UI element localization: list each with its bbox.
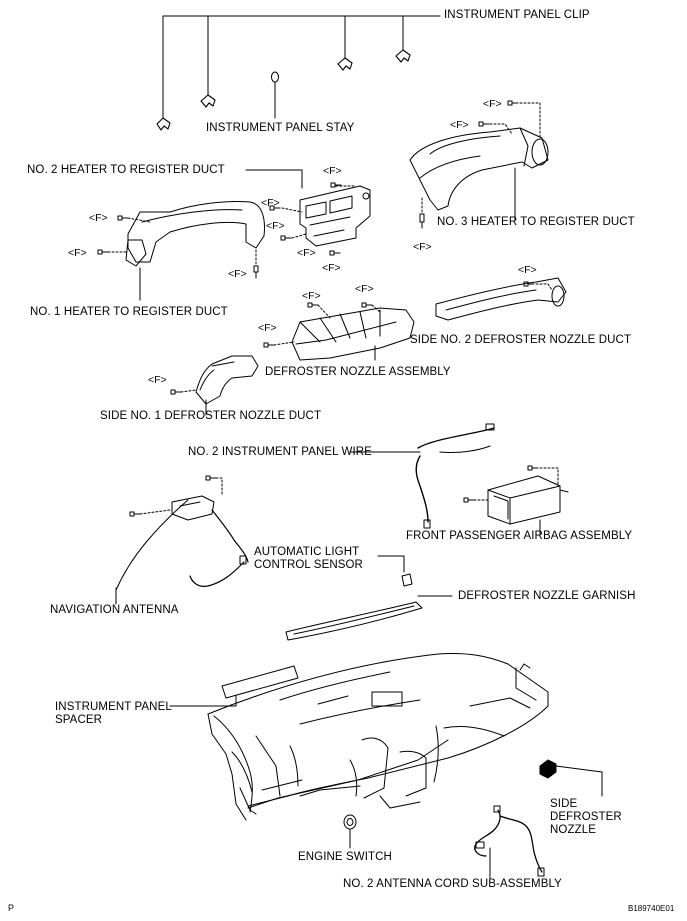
instrument-panel-stay [271,71,279,119]
label-instrument-panel-clip: INSTRUMENT PANEL CLIP [444,9,590,21]
no1-heater-duct [97,201,265,301]
fastener-mark: <F> [297,247,316,259]
label-no3-heater-duct: NO. 3 HEATER TO REGISTER DUCT [437,216,635,228]
fastener-mark: <F> [413,241,432,253]
side-no1-defroster-duct [170,355,259,416]
fastener-mark: <F> [483,98,502,110]
label-engine-switch: ENGINE SWITCH [298,851,392,863]
corner-mark: P [8,903,15,913]
fastener-mark: <F> [261,197,280,209]
label-side-no1-defroster-duct: SIDE NO. 1 DEFROSTER NOZZLE DUCT [100,410,322,422]
front-passenger-airbag [463,465,569,535]
side-no2-defroster-duct [435,277,567,321]
fastener-mark: <F> [302,290,321,302]
no2-instrument-panel-wire [349,423,495,529]
navigation-antenna [115,475,249,605]
fastener-mark: <F> [266,220,285,232]
fastener-mark: <F> [323,165,342,177]
label-no2-antenna-cord: NO. 2 ANTENNA CORD SUB-ASSEMBLY [343,878,562,890]
fastener-mark: <F> [450,119,469,131]
no3-heater-duct [409,100,549,229]
label-no2-heater-duct: NO. 2 HEATER TO REGISTER DUCT [27,164,225,176]
label-no1-heater-duct: NO. 1 HEATER TO REGISTER DUCT [30,306,228,318]
label-side-defroster-nozzle: SIDE DEFROSTER NOZZLE [550,798,622,836]
label-automatic-light-sensor: AUTOMATIC LIGHT CONTROL SENSOR [254,546,363,571]
no2-antenna-cord [474,805,545,879]
fastener-mark: <F> [89,212,108,224]
fastener-mark: <F> [518,264,537,276]
figure-code: B189740E01 [628,904,675,913]
label-instrument-panel-spacer: INSTRUMENT PANEL SPACER [55,701,172,726]
fastener-mark: <F> [322,262,341,274]
instrument-panel-clips [156,15,441,131]
fastener-mark: <F> [258,322,277,334]
fastener-mark: <F> [228,268,247,280]
engine-switch [343,814,357,849]
no2-heater-duct [245,169,371,256]
label-side-no2-defroster-duct: SIDE NO. 2 DEFROSTER NOZZLE DUCT [410,334,632,346]
label-no2-instrument-panel-wire: NO. 2 INSTRUMENT PANEL WIRE [188,446,372,458]
fastener-mark: <F> [68,247,87,259]
fastener-mark: <F> [148,374,167,386]
label-front-passenger-airbag: FRONT PASSENGER AIRBAG ASSEMBLY [406,530,633,542]
label-defroster-nozzle-assembly: DEFROSTER NOZZLE ASSEMBLY [265,366,451,378]
side-defroster-nozzle [539,759,603,797]
instrument-panel-spacer [169,665,299,707]
label-instrument-panel-stay: INSTRUMENT PANEL STAY [206,122,355,134]
defroster-nozzle-garnish [285,595,453,641]
label-defroster-nozzle-garnish: DEFROSTER NOZZLE GARNISH [458,590,636,602]
instrument-panel-body [207,653,549,821]
fastener-mark: <F> [355,283,374,295]
automatic-light-control-sensor [377,555,413,587]
defroster-nozzle-assembly [263,302,415,361]
label-navigation-antenna: NAVIGATION ANTENNA [50,604,179,616]
